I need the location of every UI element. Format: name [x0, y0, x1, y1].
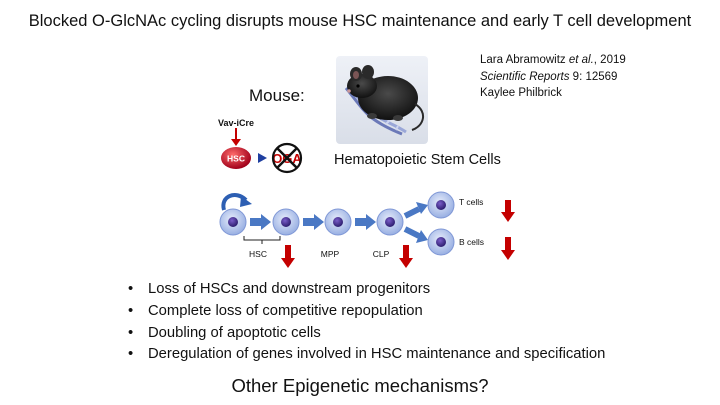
citation-journal: Scientific Reports 9: 12569	[480, 70, 618, 83]
hsc-bracket	[243, 236, 281, 244]
cell-t	[427, 191, 455, 219]
down-arrow-b-cells	[501, 237, 515, 260]
down-arrow-hsc	[281, 245, 295, 268]
vav-arrow-head	[231, 139, 241, 146]
label-t-cells: T cells	[459, 197, 483, 207]
label-b-cells: B cells	[459, 237, 484, 247]
no-symbol-icon	[271, 142, 303, 174]
cell-mpp	[324, 208, 352, 236]
flow-arrow-to-t	[403, 202, 428, 219]
label-clp: CLP	[373, 249, 390, 259]
vav-icre-label: Vav-iCre	[218, 118, 255, 128]
cell-hsc-2	[272, 208, 300, 236]
findings-list: Loss of HSCs and downstream progenitors …	[118, 279, 605, 366]
list-item: Doubling of apoptotic cells	[128, 323, 605, 345]
list-item: Deregulation of genes involved in HSC ma…	[128, 344, 605, 366]
construct-arrow	[258, 153, 267, 163]
mouse-dna-image	[336, 56, 428, 144]
flow-arrow-2	[303, 214, 324, 230]
list-item: Complete loss of competitive repopulatio…	[128, 301, 605, 323]
down-arrow-t-cells	[501, 200, 515, 222]
closing-question: Other Epigenetic mechanisms?	[231, 375, 489, 396]
down-arrow-clp	[399, 245, 413, 268]
cell-hsc-1	[219, 208, 247, 236]
cell-b	[427, 228, 455, 256]
mouse-label: Mouse:	[249, 86, 305, 105]
lineage-diagram: HSC MPP CLP T cells B cells	[219, 191, 515, 268]
hsc-heading: Hematopoietic Stem Cells	[334, 152, 501, 168]
cross-line-2	[276, 147, 298, 169]
label-hsc: HSC	[249, 249, 267, 259]
citation-author: Lara Abramowitz et al., 2019	[480, 54, 626, 66]
cell-clp	[376, 208, 404, 236]
hsc-ball	[221, 147, 251, 169]
flow-arrow-1	[250, 214, 271, 230]
construct-diagram: HSC OGA	[221, 128, 303, 174]
citation-presenter: Kaylee Philbrick	[480, 87, 562, 99]
citation-block: Lara Abramowitz et al., 2019 Scientific …	[480, 52, 626, 102]
mouse-icon	[347, 65, 424, 131]
list-item: Loss of HSCs and downstream progenitors	[128, 279, 605, 301]
label-mpp: MPP	[321, 249, 340, 259]
flow-arrow-to-b	[403, 226, 428, 243]
hsc-ball-label: HSC	[227, 154, 245, 164]
flow-arrow-3	[355, 214, 376, 230]
slide-title: Blocked O-GlcNAc cycling disrupts mouse …	[28, 12, 692, 30]
self-renewal-arrow-head	[240, 196, 252, 207]
